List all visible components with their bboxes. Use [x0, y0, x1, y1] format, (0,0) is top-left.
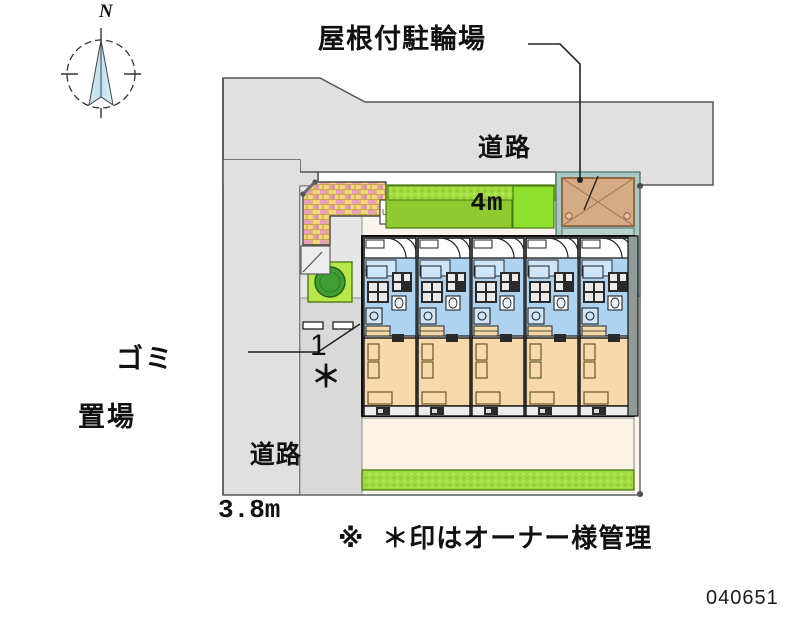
- lawn-patch: [512, 185, 555, 229]
- parking-stall-1: [302, 321, 354, 330]
- document-id: 040651: [706, 587, 779, 609]
- leader-bicycle-parking: [528, 43, 581, 180]
- label-road-left: 道路 3.8m: [218, 415, 302, 578]
- parking-stall-owner-mark: ＊: [311, 361, 342, 394]
- unit-2: [417, 237, 471, 417]
- leader-garbage-area: [248, 323, 361, 353]
- north-arrow-icon: [61, 28, 141, 118]
- unit-1: [363, 237, 417, 417]
- unit-5: [579, 237, 633, 417]
- label-road-left-line1: 道路: [249, 441, 302, 469]
- tree: [307, 261, 353, 303]
- apartment-block: [361, 235, 639, 417]
- footnote-marker: ※: [338, 523, 365, 553]
- unit-4: [525, 237, 579, 417]
- label-bicycle-parking: 屋根付駐輪場: [318, 24, 486, 54]
- label-road-top-line2: 4m: [470, 188, 504, 218]
- footnote: ※ ＊印はオーナー様管理: [338, 524, 652, 552]
- compass-north-label: N: [99, 1, 114, 22]
- label-road-top-line1: 道路: [477, 134, 532, 162]
- unit-3: [471, 237, 525, 417]
- label-road-left-line2: 3.8m: [218, 495, 281, 525]
- footnote-text: ＊印はオーナー様管理: [382, 523, 653, 553]
- label-garbage-area: ゴミ 置場: [78, 316, 174, 491]
- label-garbage-line2: 置場: [78, 402, 136, 433]
- label-road-top: 道路 4m: [432, 108, 542, 271]
- courtyard: [361, 417, 635, 471]
- label-garbage-line1: ゴミ: [116, 344, 175, 375]
- parking-stall-number: 1: [310, 329, 328, 362]
